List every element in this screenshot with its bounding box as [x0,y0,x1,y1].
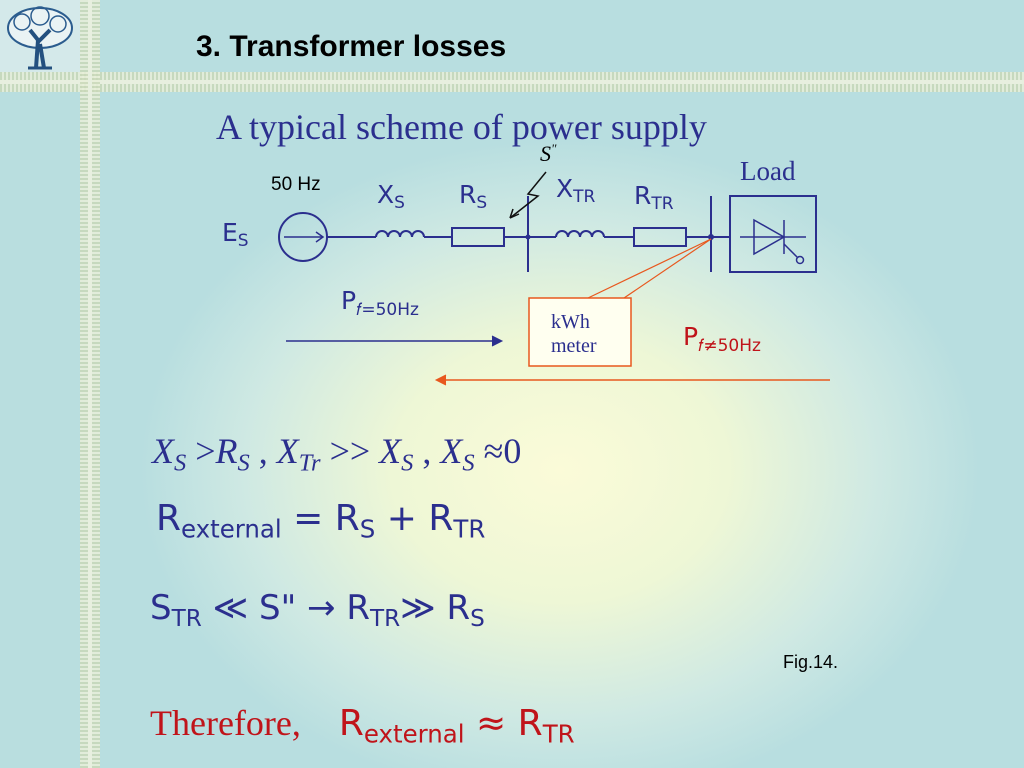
resistor-rtr [633,227,687,247]
rs-label: RS [459,180,488,214]
inductor-xtr [555,230,605,238]
conclusion-formula: Rexternal ≈ RTR [338,703,575,749]
slide-subtitle: A typical scheme of power supply [216,107,707,147]
reverse-power-label: P𝑓≠50Hz [683,322,761,356]
s-mark-label: S" [540,141,557,166]
therefore-text: Therefore, [150,703,301,743]
frequency-label: 50 Hz [271,174,321,195]
slide-title: 3. Transformer losses [196,30,507,63]
formula-power-relation: STR ≪ S" → RTR≫ RS [150,588,485,632]
decorative-band-horizontal-line [0,80,1024,84]
figure-caption: Fig.14. [783,652,839,672]
decorative-band-vertical-line [88,0,92,768]
inductor-xs [375,230,425,238]
formula-reactance-relations: XS >RS , XTr >> XS , XS ≈0 [152,431,522,477]
xs-label: XS [377,180,405,214]
load-label: Load [740,156,796,186]
source-label: ES [222,218,249,252]
conclusion-line: Therefore, Rexternal ≈ RTR [150,702,575,748]
left-strip [0,92,80,768]
forward-power-label: P𝑓=50Hz [341,286,419,320]
formula-r-external: Rexternal = RS + RTR [156,498,486,544]
tree-logo [0,0,80,72]
xtr-label: XTR [556,174,596,208]
resistor-rs [451,227,505,247]
load-box [729,195,817,273]
lightning-arrow [509,171,547,219]
rtr-label: RTR [634,181,674,215]
thyristor-icon [753,218,786,256]
tree-icon [7,6,73,70]
kwh-meter-box [528,297,632,367]
